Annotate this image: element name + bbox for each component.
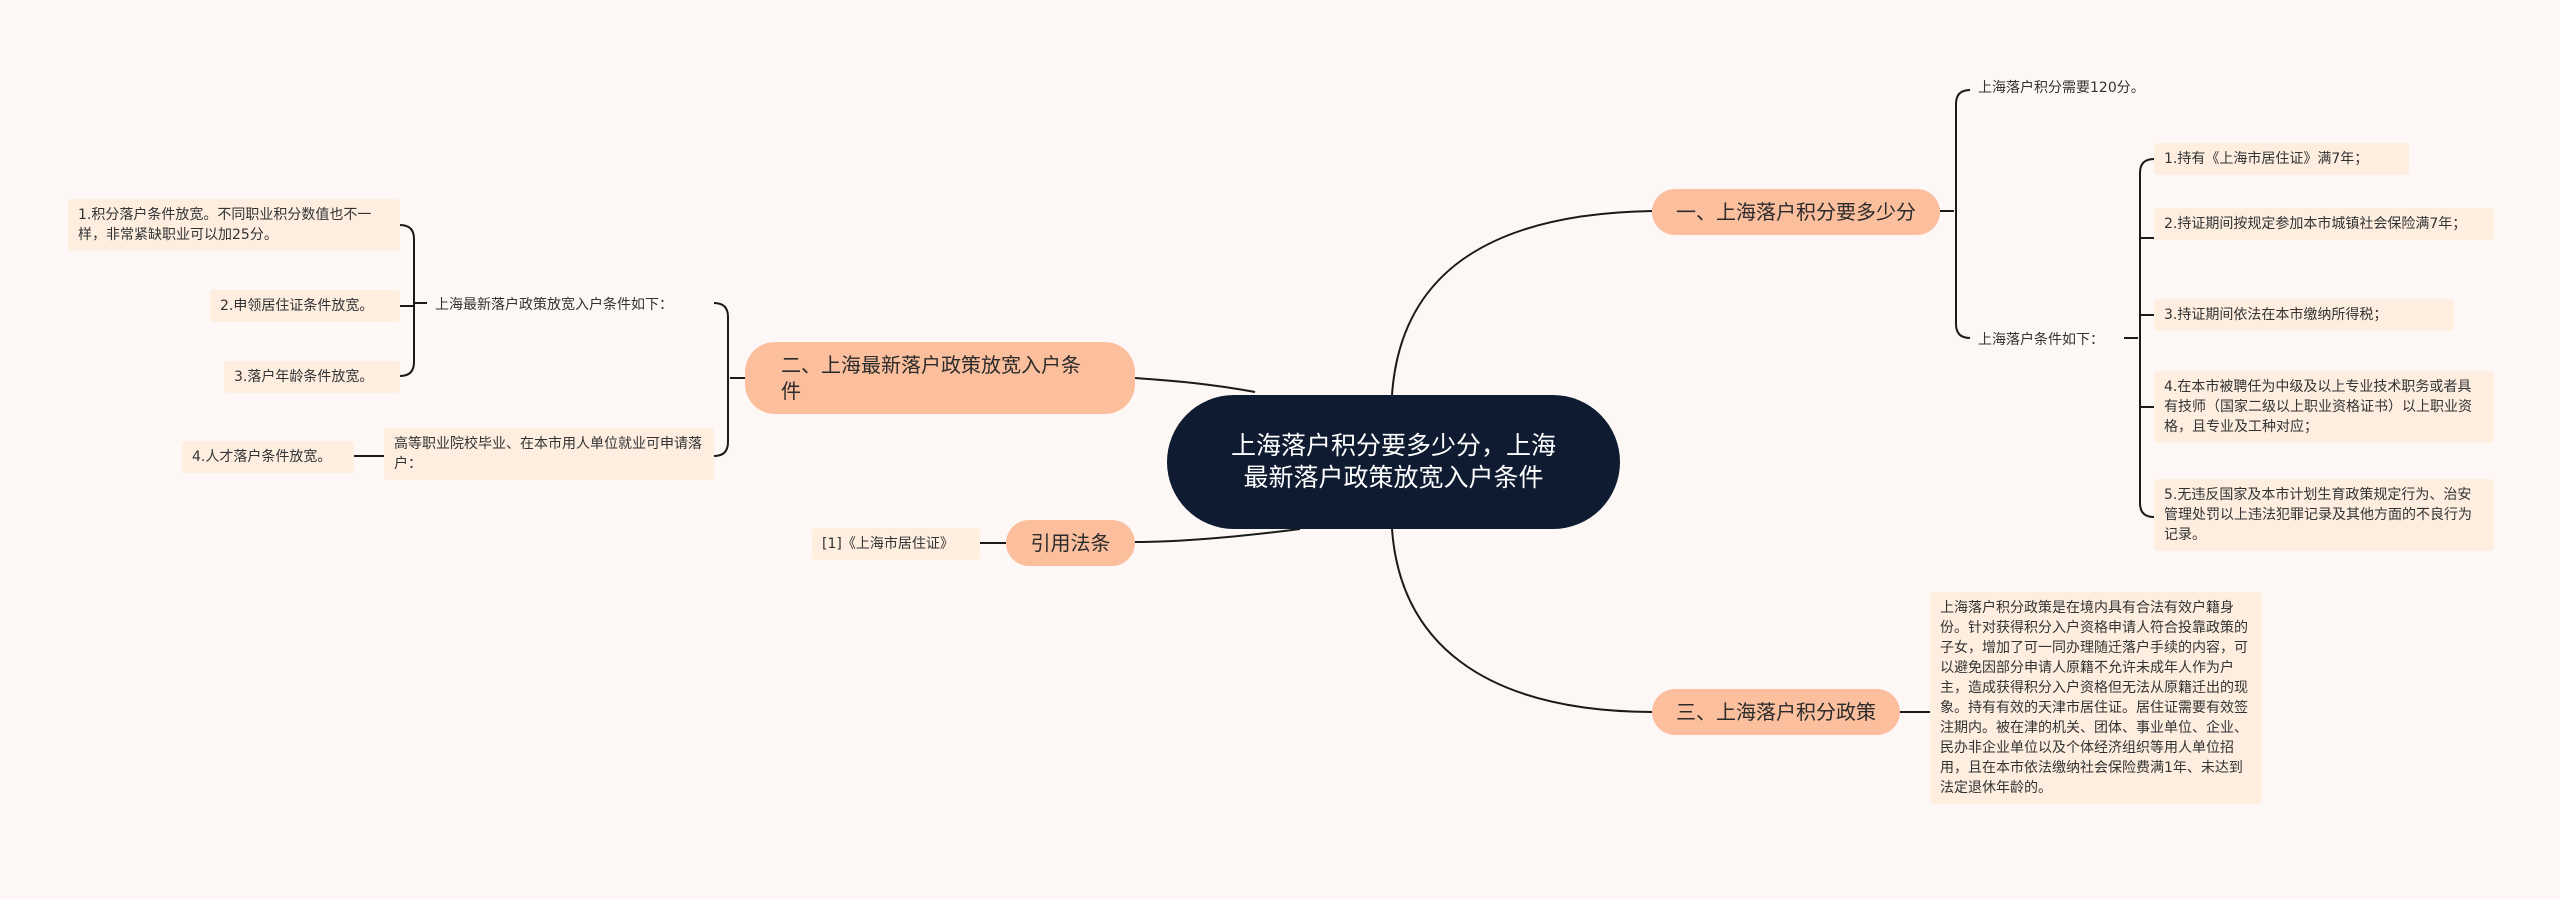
score-requirement-text: 上海落户积分需要120分。	[1978, 80, 2145, 96]
relax-label[interactable]: 上海最新落户政策放宽入户条件如下：	[427, 289, 714, 321]
conditions-label[interactable]: 上海落户条件如下：	[1970, 324, 2124, 356]
branch-points-required-text: 一、上海落户积分要多少分	[1676, 200, 1916, 224]
condition-3[interactable]: 3.持证期间依法在本市缴纳所得税；	[2154, 299, 2454, 331]
branch-cited-law-text: 引用法条	[1030, 531, 1111, 555]
condition-5-text: 5.无违反国家及本市计划生育政策规定行为、治安管理处罚以上违法犯罪记录及其他方面…	[2164, 487, 2472, 543]
graduate-label-text: 高等职业院校毕业、在本市用人单位就业可申请落户：	[394, 436, 702, 472]
condition-2-text: 2.持证期间按规定参加本市城镇社会保险满7年；	[2164, 216, 2467, 232]
branch-points-required[interactable]: 一、上海落户积分要多少分	[1652, 189, 1940, 235]
condition-3-text: 3.持证期间依法在本市缴纳所得税；	[2164, 307, 2388, 323]
edge-root-b2	[1134, 377, 1256, 393]
cited-law-item-text: [1]《上海市居住证》	[822, 536, 954, 552]
talent-item-text: 4.人才落户条件放宽。	[192, 449, 332, 465]
condition-1[interactable]: 1.持有《上海市居住证》满7年；	[2154, 143, 2409, 175]
root-topic-text: 上海落户积分要多少分，上海最新落户政策放宽入户条件	[1230, 431, 1556, 492]
branch-points-policy[interactable]: 三、上海落户积分政策	[1652, 689, 1900, 735]
edge-b1-bracket	[1940, 89, 1971, 339]
branch-points-policy-text: 三、上海落户积分政策	[1676, 700, 1876, 724]
edge-root-b1	[1391, 210, 1653, 396]
relax-label-text: 上海最新落户政策放宽入户条件如下：	[435, 297, 673, 313]
relax-item-2[interactable]: 2.申领居住证条件放宽。	[210, 290, 400, 322]
relax-item-1[interactable]: 1.积分落户条件放宽。不同职业积分数值也不一样，非常紧缺职业可以加25分。	[68, 199, 400, 251]
conditions-label-text: 上海落户条件如下：	[1978, 332, 2104, 348]
branch-cited-law[interactable]: 引用法条	[1006, 520, 1135, 566]
edge-root-b4	[1391, 528, 1653, 713]
edge-relax-bracket	[399, 224, 427, 377]
relax-item-1-text: 1.积分落户条件放宽。不同职业积分数值也不一样，非常紧缺职业可以加25分。	[78, 207, 372, 243]
score-requirement[interactable]: 上海落户积分需要120分。	[1970, 72, 2190, 104]
talent-item[interactable]: 4.人才落户条件放宽。	[182, 441, 354, 473]
policy-detail[interactable]: 上海落户积分政策是在境内具有合法有效户籍身份。针对获得积分入户资格申请人符合投靠…	[1930, 592, 2262, 804]
edge-b2-bracket	[713, 302, 745, 457]
root-topic[interactable]: 上海落户积分要多少分，上海最新落户政策放宽入户条件	[1167, 395, 1620, 529]
graduate-label[interactable]: 高等职业院校毕业、在本市用人单位就业可申请落户：	[384, 428, 714, 480]
branch-relaxed-policy-text: 二、上海最新落户政策放宽入户条件	[781, 353, 1081, 403]
condition-5[interactable]: 5.无违反国家及本市计划生育政策规定行为、治安管理处罚以上违法犯罪记录及其他方面…	[2154, 479, 2494, 551]
policy-detail-text: 上海落户积分政策是在境内具有合法有效户籍身份。针对获得积分入户资格申请人符合投靠…	[1940, 600, 2248, 796]
cited-law-item[interactable]: [1]《上海市居住证》	[812, 528, 980, 560]
edge-root-b3	[1134, 528, 1301, 543]
relax-item-3[interactable]: 3.落户年龄条件放宽。	[224, 361, 400, 393]
branch-relaxed-policy[interactable]: 二、上海最新落户政策放宽入户条件	[745, 342, 1135, 414]
condition-4[interactable]: 4.在本市被聘任为中级及以上专业技术职务或者具有技师（国家二级以上职业资格证书）…	[2154, 371, 2494, 443]
condition-2[interactable]: 2.持证期间按规定参加本市城镇社会保险满7年；	[2154, 208, 2494, 240]
condition-1-text: 1.持有《上海市居住证》满7年；	[2164, 151, 2369, 167]
relax-item-3-text: 3.落户年龄条件放宽。	[234, 369, 374, 385]
edge-cond-bracket	[2124, 158, 2155, 518]
relax-item-2-text: 2.申领居住证条件放宽。	[220, 298, 374, 314]
condition-4-text: 4.在本市被聘任为中级及以上专业技术职务或者具有技师（国家二级以上职业资格证书）…	[2164, 379, 2472, 435]
